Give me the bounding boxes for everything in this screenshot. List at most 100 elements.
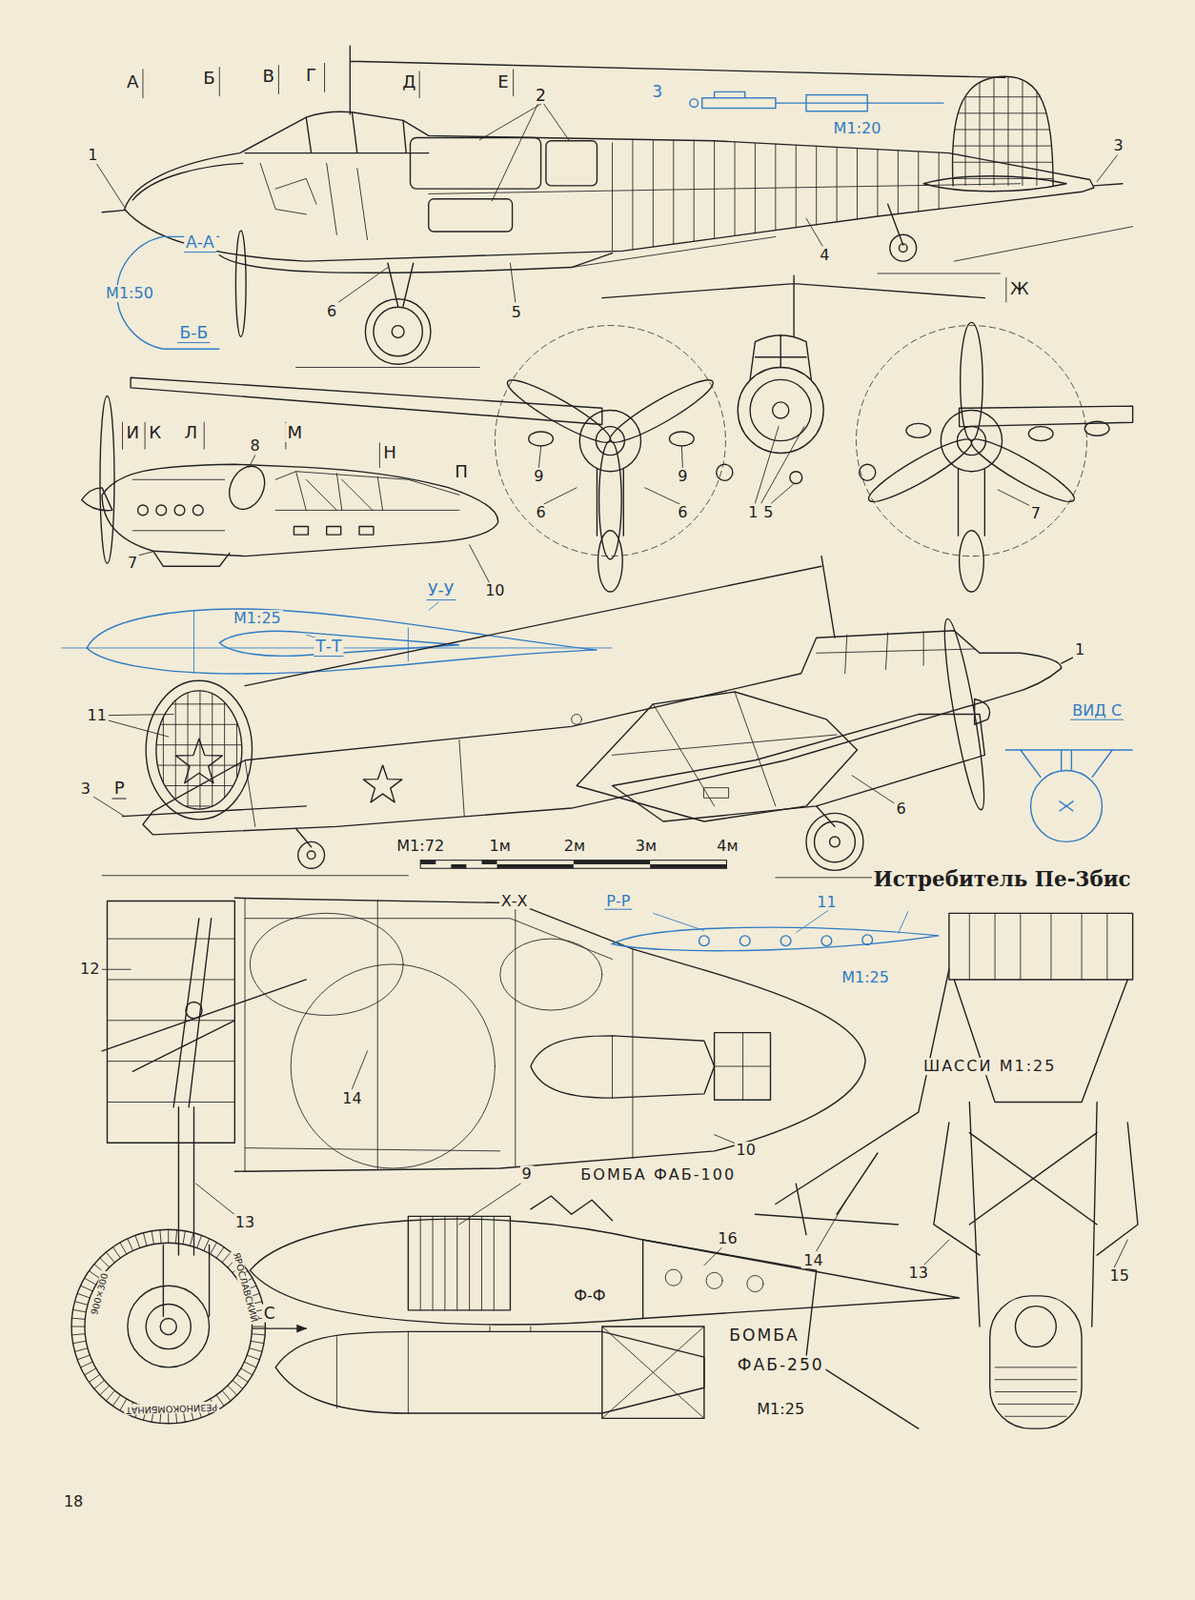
scale-tick: 2м [562,837,588,855]
front-view [602,275,986,337]
front-view [737,366,824,453]
scale-bar [420,860,436,865]
front-view [966,430,1080,510]
side-view [101,875,919,878]
side-view [571,714,583,726]
nacelle-cutaway [71,897,866,1423]
wing-sections [86,608,597,674]
callout-number: 13 [907,1265,931,1283]
fuselage-frames [693,140,695,242]
tyre-tread [100,1257,110,1268]
tyre-tread [73,1309,87,1312]
tyre-tread [142,1233,147,1246]
callout-number: 11 [85,707,109,725]
section-letter: Г [303,65,319,85]
side-view [298,841,325,869]
fin-ribs [1021,71,1023,186]
fin-ribs [949,96,1056,98]
tyre-tread [73,1340,87,1343]
front-view [772,402,790,419]
front-view [863,430,977,510]
callout-number: 8 [248,437,263,455]
fuselage-frames [917,151,919,212]
fin-ribs [199,683,201,816]
fuselage-frames [652,140,654,247]
scale-bar [450,864,466,869]
tyre-tread [84,1277,97,1285]
side-view [244,556,835,687]
side-view [156,690,243,810]
section-name: Р-Р [604,891,632,911]
scale-bar [497,864,574,869]
fuselage-frames [632,139,939,250]
nacelle-cutaway [84,1242,253,1411]
fuselage-frames [754,142,756,233]
nacelle-side-view [81,395,499,584]
side-view-cutaway [101,45,1123,213]
tyre-tread [237,1374,248,1382]
tyre-tread [151,1231,154,1245]
scale-tick: 1м [487,837,513,855]
fuselage-frames [713,141,715,240]
front-view [494,325,726,557]
side-view-cutaway [546,141,598,186]
scale-note: ШАССИ М1:25 [921,1057,1059,1075]
scale-tick: 3м [633,837,659,855]
fin-ribs [949,162,1056,163]
tyre-tread [241,1368,253,1376]
side-view-cutaway [923,176,1067,192]
fin-ribs [153,703,245,705]
section-p-p [862,934,873,946]
fuselage-frames [631,139,633,250]
nacelle-cutaway [500,938,603,1011]
part-name: БОМБА [727,1325,801,1344]
front-view [959,530,985,592]
section-p-p [821,935,832,947]
scale-bar [649,864,727,869]
callout-number: 16 [715,1230,739,1248]
callout-number: 9 [675,467,689,486]
view-c-detail [1005,749,1134,842]
fin-ribs [949,145,1056,147]
front-view [960,322,984,441]
gun-detail [714,91,945,103]
tyre-tread [127,1238,134,1252]
callout-number: 14 [340,1091,364,1109]
scale-note: М1:25 [839,969,892,987]
part-name: ФАБ-250 [735,1355,827,1374]
tyre-tread [182,1231,185,1245]
side-view-cutaway [97,45,1134,367]
section-name: У-У [425,581,456,601]
tyre-tread [167,1229,169,1243]
callout-number: 7 [125,554,140,572]
view-name: ВИД С [1070,702,1124,721]
fin-ribs [223,683,225,816]
front-view [716,464,733,481]
tyre-tread [88,1374,100,1382]
tyre-tread [74,1301,87,1306]
wing-section [747,1275,764,1292]
wing-sections [60,602,612,674]
tyre-tread [120,1242,127,1255]
nacelle-cutaway [145,1303,191,1349]
fuselage-frames [815,145,817,224]
view-arrow [253,1327,307,1329]
front-view [130,275,1134,592]
side-view-cutaway [410,138,542,190]
side-view-cutaway [124,111,1094,262]
callout-number: 12 [78,961,102,979]
section-letter: Н [381,443,399,463]
section-letter: П [452,462,470,482]
nacelle-cutaway [106,901,235,1144]
side-view [704,788,730,799]
side-view-cutaway [364,299,431,365]
callout-number: 9 [519,1165,533,1183]
fin-ribs [153,724,245,726]
side-view-cutaway [132,162,244,201]
tyre-tread [189,1233,194,1246]
callout-number: 3 [649,82,665,102]
front-view [906,423,932,438]
fin-ribs [153,683,245,816]
tyre-tread [77,1293,90,1298]
